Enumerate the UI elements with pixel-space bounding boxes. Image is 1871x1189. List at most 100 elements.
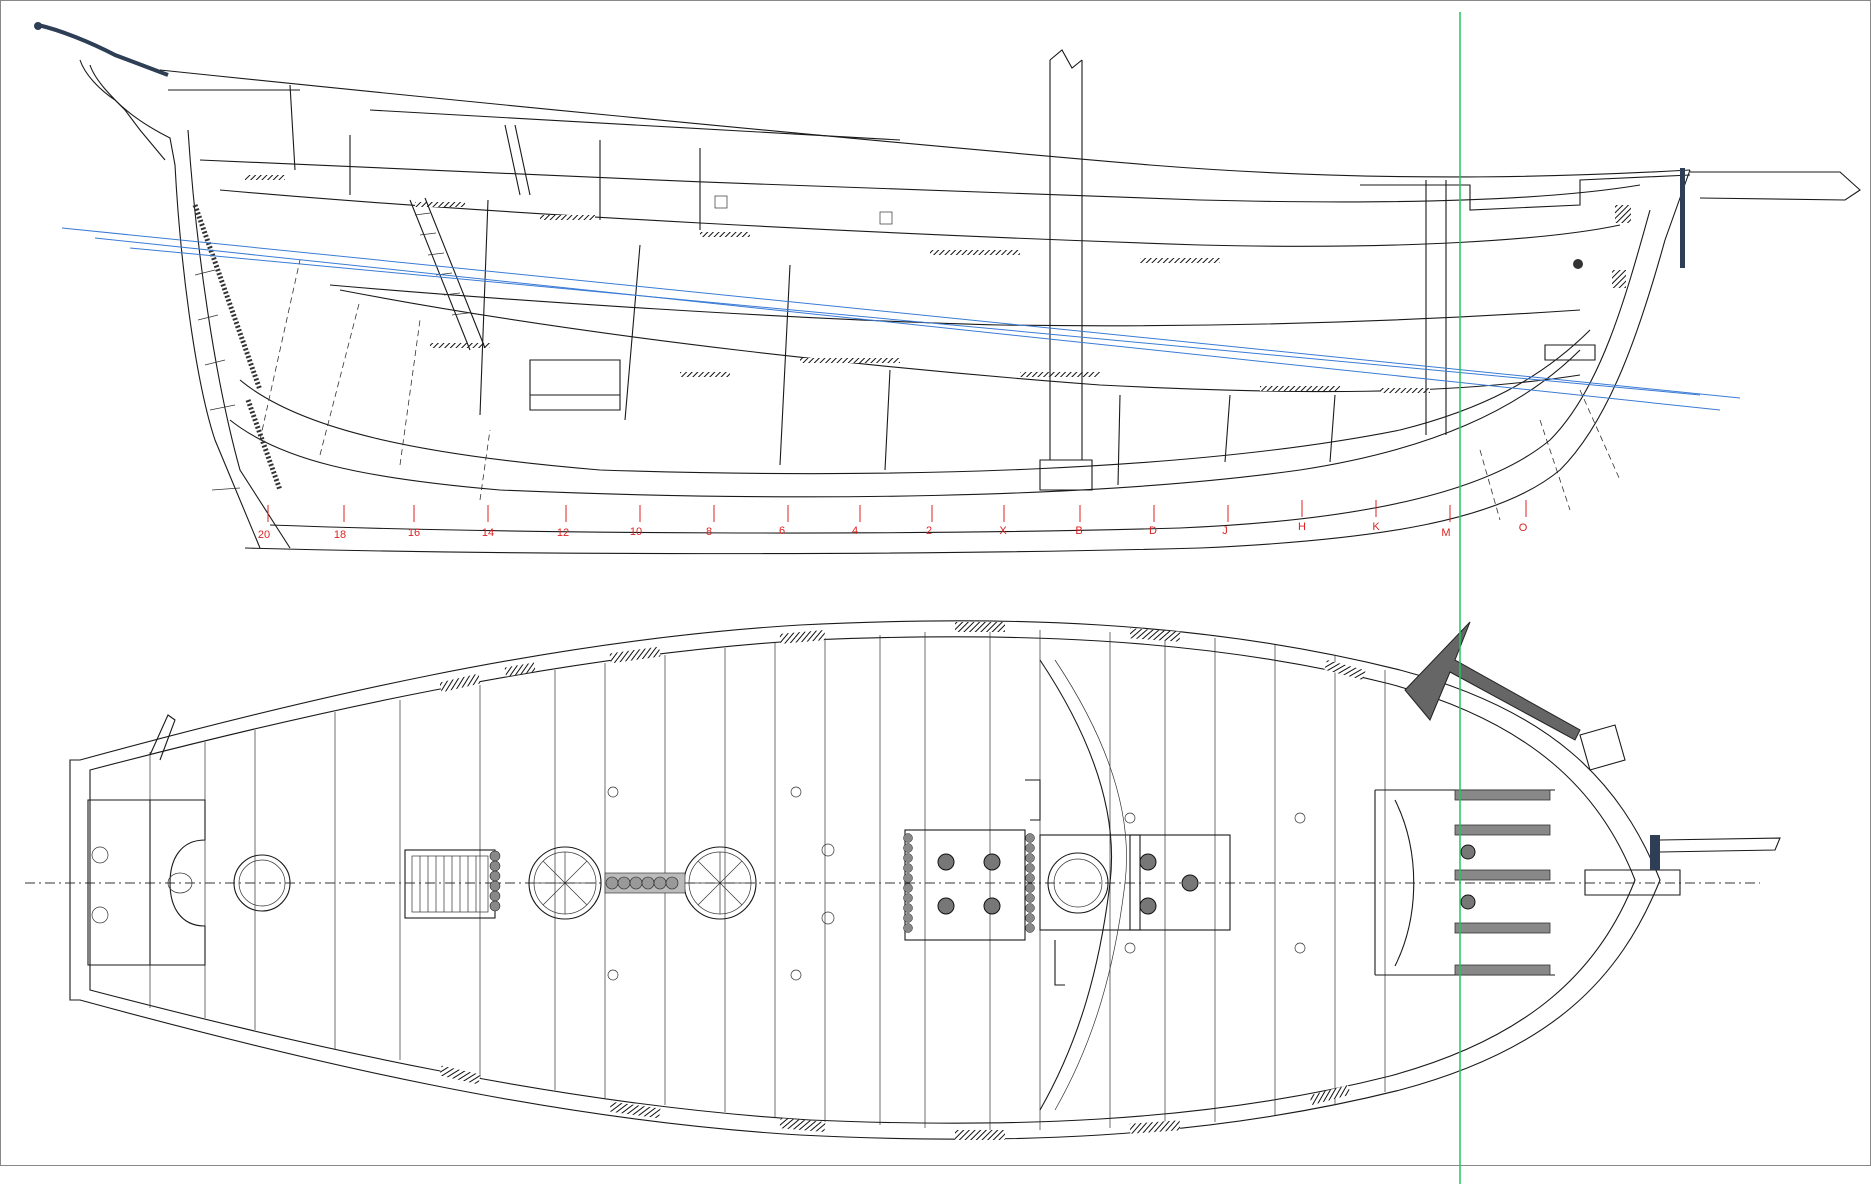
companion-ladder (504, 124, 531, 196)
frame-label-14: 14 (482, 527, 494, 539)
frame-label-18: 18 (334, 529, 346, 541)
hull-bottom (244, 169, 1691, 555)
beam-hatch-10 (1020, 372, 1100, 377)
frame-label-h: H (1298, 521, 1306, 533)
hull-inner-plan (89, 636, 1636, 1124)
beam-hatch-1 (245, 175, 285, 180)
diagonal-dashes (259, 259, 1621, 521)
pump-handles (1025, 779, 1065, 986)
bowsprit-plan (1659, 837, 1781, 853)
rail-hatching (439, 622, 1366, 1140)
stern-post (79, 59, 261, 549)
stern-ladder (192, 204, 263, 391)
bowsprit-dark (37, 23, 169, 77)
beam-hatch-9 (800, 358, 900, 363)
bitt-icon (607, 786, 1306, 981)
frame-label-k: K (1372, 521, 1380, 533)
stern-knees (194, 269, 241, 491)
stern-rail (89, 64, 166, 161)
frame-label-16: 16 (408, 527, 420, 539)
frame-label-m: M (1441, 527, 1450, 539)
frame-label-x: X (999, 525, 1007, 537)
mast-hole-inner (1053, 858, 1103, 908)
station-ticks (267, 500, 1527, 522)
hatch-grating-icon (404, 849, 496, 919)
tiller-head (167, 872, 193, 894)
frame-label-6: 6 (779, 525, 785, 537)
stern-ring-1 (91, 846, 109, 864)
stern-hatch-round (233, 854, 291, 912)
mast-top (1049, 49, 1083, 69)
anchor-icon (1404, 621, 1626, 771)
mast-partner (1039, 834, 1141, 931)
stern-hatch-round-inner (238, 859, 286, 907)
beam-hatch-8 (680, 372, 730, 377)
stern-cabin (150, 799, 206, 966)
deck-beam-line (339, 289, 1581, 393)
foremast-stump (1425, 180, 1447, 435)
frame-label-o: O (1519, 522, 1528, 534)
plan-view (25, 620, 1781, 1140)
capstan-wheel-icon (528, 846, 757, 920)
frame-label-2: 2 (926, 525, 932, 537)
chain-cable (1039, 659, 1113, 1111)
frame-verticals (479, 199, 1336, 486)
bilge-curve (239, 329, 1591, 475)
beam-hatch-4 (700, 232, 750, 237)
hull-outline-plan (69, 620, 1661, 1140)
mast-step (1039, 459, 1093, 491)
beam-hatch-12 (1380, 388, 1430, 393)
mast-hole (1047, 852, 1109, 914)
floor-curve (229, 349, 1581, 498)
beam-hatch-5 (930, 250, 1020, 255)
shot-rack-left (489, 850, 501, 912)
frame-label-4: 4 (852, 525, 858, 537)
anchor-bars (1454, 789, 1551, 976)
stern-ladder-2 (245, 399, 283, 491)
porthole-2 (879, 211, 893, 225)
bowsprit-heel (1584, 869, 1681, 896)
bowsprit-tip (34, 22, 42, 30)
shot-rack-center (604, 872, 686, 894)
beam-hatch-6 (1140, 258, 1220, 263)
stern-inner (187, 129, 291, 549)
bow-hatch (1615, 205, 1631, 223)
deckhouse (349, 109, 901, 230)
fore-hatch (1129, 834, 1231, 931)
beam-hatch-2 (415, 202, 465, 207)
chain-cable-inner (1054, 659, 1127, 1111)
waterline-1 (61, 227, 1741, 399)
station-labels: 20 18 16 14 12 10 8 6 4 2 X B D J H K M … (258, 521, 1528, 541)
frame-label-8: 8 (706, 526, 712, 538)
hatch-bitts (937, 844, 1476, 915)
frame-label-b: B (1075, 525, 1082, 537)
waterline-3 (129, 247, 1701, 396)
frame-label-d: D (1149, 525, 1157, 537)
pump-rack (903, 833, 1035, 933)
bowsprit-cap (1650, 835, 1660, 870)
bowsprit (1690, 171, 1861, 201)
frame-label-j: J (1222, 525, 1228, 537)
bow-hatch-2 (1612, 270, 1626, 288)
beam-hatch-11 (1260, 386, 1340, 391)
stem-cap (1680, 168, 1685, 268)
frame-label-20: 20 (258, 529, 270, 541)
mainmast (1049, 60, 1083, 460)
stern-ring-2 (91, 906, 109, 924)
sheer-line (199, 159, 1641, 203)
main-hatch (904, 829, 1026, 941)
profile-view: 20 18 16 14 12 10 8 6 4 2 X B D J H K M … (34, 22, 1861, 555)
porthole-1 (714, 195, 728, 209)
frame-label-10: 10 (630, 526, 642, 538)
ladder (409, 197, 486, 351)
windlass (1394, 799, 1415, 967)
stern-davit (168, 84, 300, 171)
bow-deck (1360, 174, 1691, 211)
beam-hatch-7 (430, 343, 490, 348)
frame-label-12: 12 (557, 527, 569, 539)
keel-inner (269, 209, 1651, 534)
stern-davit-plan (149, 714, 176, 761)
hawse-hole (1573, 259, 1583, 269)
